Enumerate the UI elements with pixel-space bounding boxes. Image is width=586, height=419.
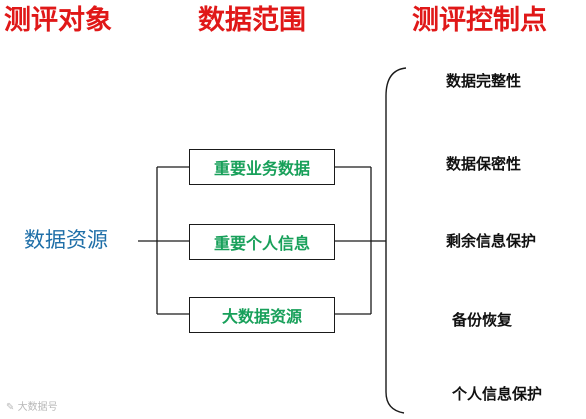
range-label: 重要个人信息: [213, 234, 310, 253]
range-box-big-data-resources: 大数据资源: [189, 297, 335, 333]
watermark: ✎ 大数据号: [6, 398, 58, 413]
heading-evaluation-object: 测评对象: [4, 5, 112, 36]
control-point-personal-info-protection: 个人信息保护: [452, 385, 543, 403]
control-point-data-integrity: 数据完整性: [446, 72, 522, 90]
watermark-logo-icon: ✎: [6, 402, 15, 413]
heading-control-points: 测评控制点: [412, 5, 547, 36]
curly-brace: [385, 67, 407, 414]
source-data-resources: 数据资源: [24, 228, 108, 252]
watermark-text: 大数据号: [17, 402, 58, 413]
control-point-residual-info-protection: 剩余信息保护: [446, 232, 537, 250]
range-box-important-business-data: 重要业务数据: [189, 149, 335, 185]
heading-data-range: 数据范围: [198, 5, 306, 36]
range-label: 大数据资源: [221, 307, 302, 326]
range-label: 重要业务数据: [213, 159, 310, 178]
control-point-data-confidentiality: 数据保密性: [446, 155, 522, 173]
control-point-backup-recovery: 备份恢复: [452, 311, 513, 329]
range-box-important-personal-info: 重要个人信息: [189, 224, 335, 260]
